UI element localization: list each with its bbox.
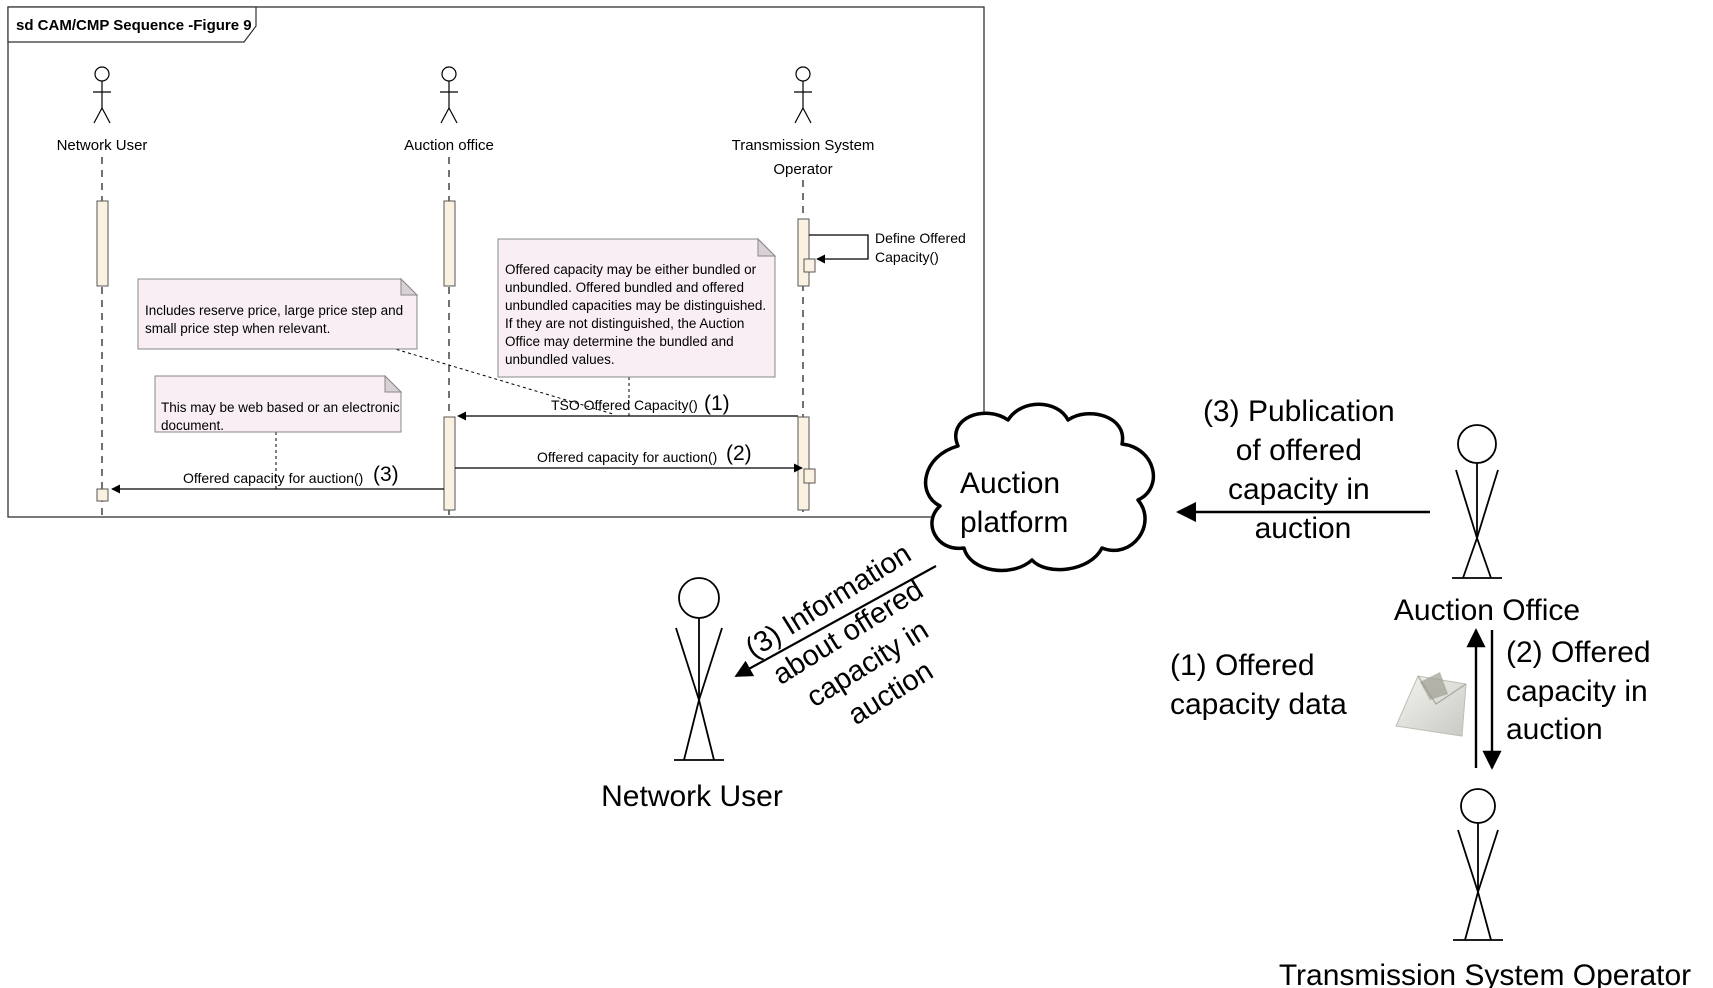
note-web-line-1: This may be web based or an electronic: [161, 400, 400, 415]
cloud-label-line-1: Auction: [960, 467, 1060, 500]
note-reserve-line-1: Includes reserve price, large price step…: [145, 303, 403, 318]
note-bundled-line-1: Offered capacity may be either bundled o…: [505, 262, 757, 277]
lifeline-actor-network-user: [93, 66, 111, 124]
lifeline-label-auction-office: Auction office: [404, 137, 494, 154]
note-reserve-line-2: small price step when relevant.: [145, 321, 330, 336]
note-web-based: This may be web based or an electronic d…: [154, 374, 403, 433]
auction-platform-cloud: Auction platform: [923, 402, 1156, 573]
self-message-label-line2: Capacity(): [875, 249, 939, 265]
envelope-icon: [1395, 672, 1467, 737]
message-3-label: Offered capacity for auction(): [183, 470, 363, 486]
tso-label: Transmission System Operator: [1279, 959, 1691, 988]
self-message-label-line1: Define Offered: [875, 230, 966, 246]
note-bundled-text: Offered capacity may be either bundled o…: [505, 262, 770, 367]
frame-title: sd CAM/CMP Sequence -Figure 9: [16, 17, 252, 34]
note-reserve-text: Includes reserve price, large price step…: [145, 303, 407, 336]
offered-auction-label: (2) Offered capacity in auction: [1506, 636, 1659, 746]
lifeline-actor-tso: [794, 66, 812, 124]
publication-label-line-3: capacity in: [1228, 473, 1370, 506]
auction-office-actor: [1452, 424, 1502, 579]
offered-data-line-2: capacity data: [1170, 688, 1347, 721]
publication-label-line-2: of offered: [1236, 434, 1362, 467]
note-bundled-line-5: Office may determine the bundled and: [505, 334, 734, 349]
offered-data-line-1: (1) Offered: [1170, 649, 1315, 682]
lifeline-actor-auction-office: [440, 66, 458, 124]
note-bundled-line-4: If they are not distinguished, the Aucti…: [505, 316, 744, 331]
message-1-label: TSO Offered Capacity(): [551, 397, 698, 413]
offered-auction-line-3: auction: [1506, 713, 1603, 746]
note-bundled-line-6: unbundled values.: [505, 352, 615, 367]
publication-label: (3) Publication of offered capacity in a…: [1203, 395, 1403, 545]
offered-data-label: (1) Offered capacity data: [1170, 649, 1347, 721]
auction-office-label: Auction Office: [1394, 594, 1580, 627]
cloud-label: Auction platform: [960, 467, 1068, 539]
note-reserve-price: Includes reserve price, large price step…: [137, 277, 419, 350]
publication-label-line-4: auction: [1255, 512, 1352, 545]
lifeline-label-tso-line2: Operator: [773, 161, 832, 178]
message-2-number: (2): [726, 442, 752, 465]
publication-arrow: (3) Publication of offered capacity in a…: [1176, 395, 1430, 545]
message-1-number: (1): [704, 392, 730, 415]
message-3-number: (3): [373, 463, 399, 486]
sequence-diagram-frame: sd CAM/CMP Sequence -Figure 9: [7, 6, 985, 518]
message-1: TSO Offered Capacity() (1): [457, 392, 798, 421]
network-user-label: Network User: [601, 780, 783, 813]
offered-auction-line-1: (2) Offered: [1506, 636, 1651, 669]
message-2-label: Offered capacity for auction(): [537, 449, 717, 465]
offered-auction-line-2: capacity in: [1506, 675, 1648, 708]
network-user-actor: [674, 577, 724, 761]
cloud-label-line-2: platform: [960, 506, 1068, 539]
self-message-define-offered-capacity: Define Offered Capacity(): [809, 230, 966, 265]
note-web-line-2: document.: [161, 418, 224, 433]
tso-actor: [1453, 788, 1503, 941]
activation-bars: [96, 200, 816, 511]
note-web-text: This may be web based or an electronic d…: [161, 400, 403, 433]
publication-label-line-1: (3) Publication: [1203, 395, 1395, 428]
lifeline-label-tso-line1: Transmission System: [732, 137, 875, 154]
information-label: (3) Information about offered capacity i…: [740, 533, 983, 758]
information-arrow: (3) Information about offered capacity i…: [734, 533, 983, 758]
tso-auction-office-arrows: [1466, 628, 1502, 770]
note-bundled: Offered capacity may be either bundled o…: [497, 237, 777, 378]
note-bundled-line-2: unbundled. Offered bundled and offered: [505, 280, 744, 295]
message-2: Offered capacity for auction() (2): [455, 442, 803, 473]
note-connectors: [275, 345, 630, 489]
lifeline-label-network-user: Network User: [57, 137, 148, 154]
note-bundled-line-3: unbundled capacities may be distinguishe…: [505, 298, 766, 313]
message-3: Offered capacity for auction() (3): [111, 463, 444, 494]
